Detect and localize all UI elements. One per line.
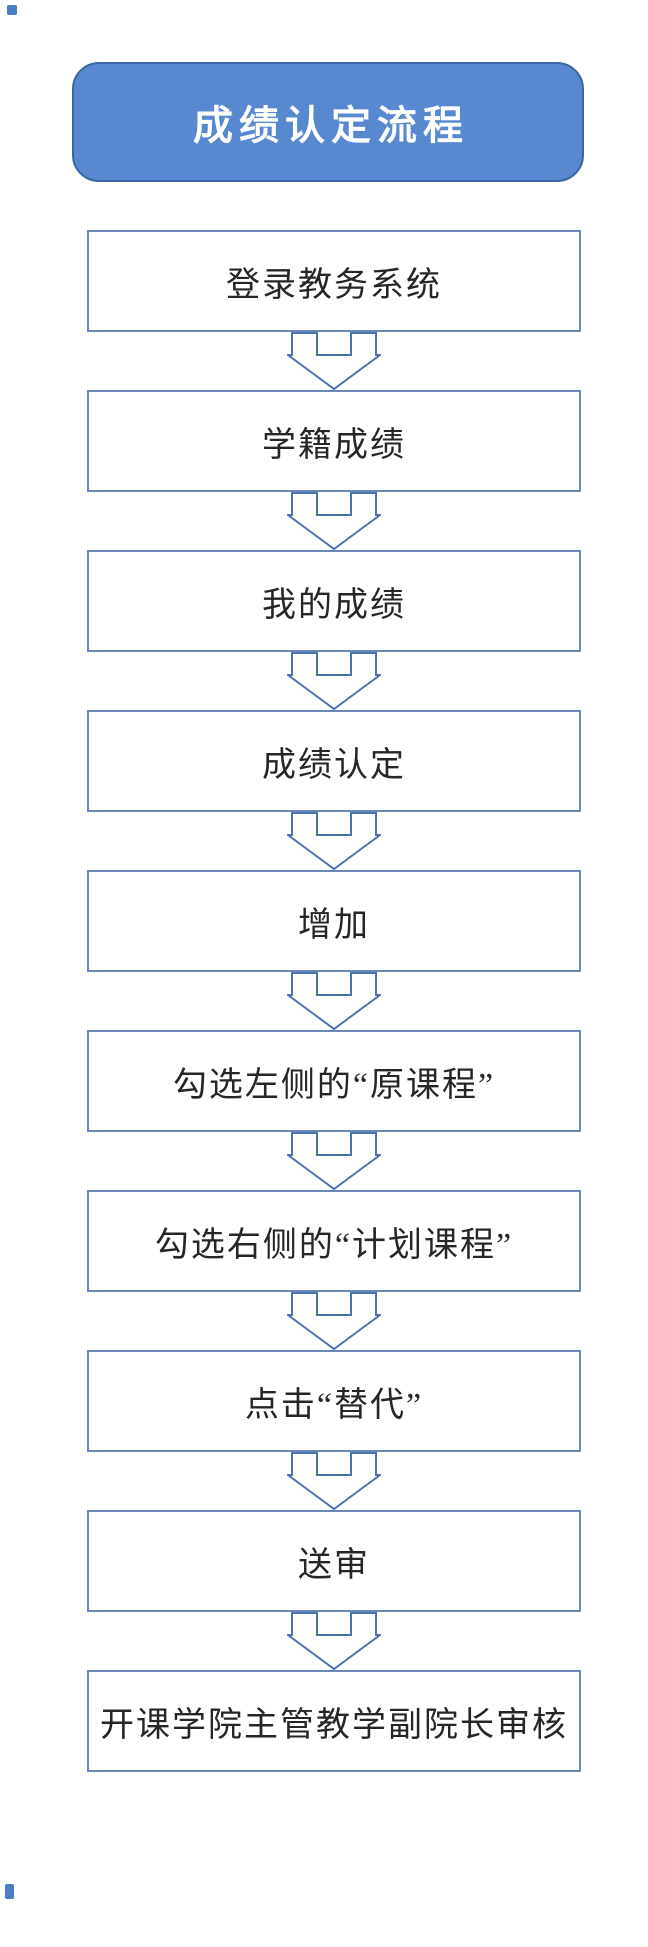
down-arrow-icon [287, 492, 381, 550]
down-arrow-icon [287, 1452, 381, 1510]
step-label: 勾选左侧的“原课程” [172, 1066, 496, 1104]
flow-title-banner: 成绩认定流程 [72, 62, 584, 182]
step-box-my-grades: 我的成绩 [87, 550, 581, 652]
down-arrow-icon [287, 1612, 381, 1670]
artifact-dot-bottom-left [5, 1884, 14, 1899]
down-arrow-icon [287, 332, 381, 390]
step-label: 我的成绩 [262, 586, 406, 624]
down-arrow-connector [87, 972, 581, 1030]
artifact-dot-top-left [7, 5, 17, 15]
step-box-grade-recognition: 成绩认定 [87, 710, 581, 812]
step-box-submit-review: 送审 [87, 1510, 581, 1612]
step-label: 学籍成绩 [262, 426, 406, 464]
down-arrow-connector [87, 492, 581, 550]
step-label: 成绩认定 [262, 746, 406, 784]
step-box-xueji-chengji: 学籍成绩 [87, 390, 581, 492]
down-arrow-icon [287, 1132, 381, 1190]
step-box-check-original-course: 勾选左侧的“原课程” [87, 1030, 581, 1132]
step-label: 登录教务系统 [226, 266, 442, 304]
down-arrow-connector [87, 652, 581, 710]
down-arrow-icon [287, 972, 381, 1030]
step-label: 勾选右侧的“计划课程” [154, 1226, 514, 1264]
down-arrow-icon [287, 1292, 381, 1350]
down-arrow-connector [87, 1612, 581, 1670]
flow-steps: 登录教务系统 学籍成绩 我的成绩 成绩认定 [87, 230, 581, 1772]
flow-title: 成绩认定流程 [193, 104, 469, 148]
down-arrow-icon [287, 812, 381, 870]
down-arrow-connector [87, 1132, 581, 1190]
down-arrow-icon [287, 652, 381, 710]
step-label: 开课学院主管教学副院长审核 [100, 1706, 568, 1744]
step-label: 点击“替代” [244, 1386, 424, 1424]
step-box-dean-review: 开课学院主管教学副院长审核 [87, 1670, 581, 1772]
step-label: 送审 [298, 1546, 370, 1584]
step-box-check-planned-course: 勾选右侧的“计划课程” [87, 1190, 581, 1292]
step-label: 增加 [298, 906, 370, 944]
down-arrow-connector [87, 332, 581, 390]
down-arrow-connector [87, 1292, 581, 1350]
step-box-click-replace: 点击“替代” [87, 1350, 581, 1452]
down-arrow-connector [87, 1452, 581, 1510]
step-box-login: 登录教务系统 [87, 230, 581, 332]
step-box-add: 增加 [87, 870, 581, 972]
down-arrow-connector [87, 812, 581, 870]
